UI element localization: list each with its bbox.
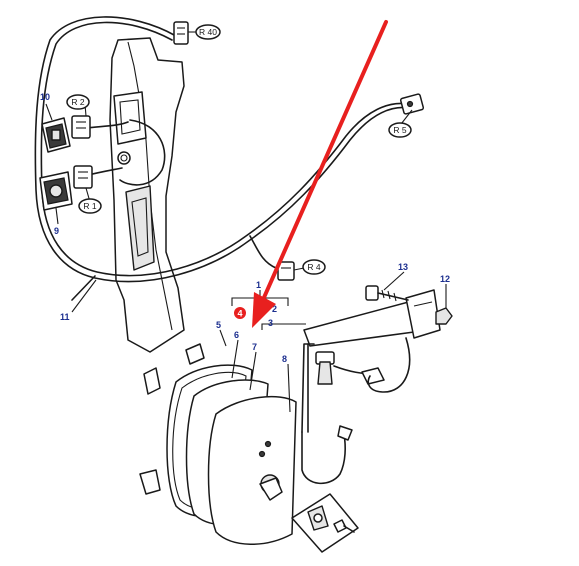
- mirror-switch-9: [39, 171, 73, 211]
- callout-numbers: 10 9 11 1 2 3 5 6 7 8 13 12: [40, 92, 450, 364]
- heater-cable: [301, 425, 353, 485]
- callout-5: 5: [216, 320, 221, 330]
- ref-bubble-r1: R 1: [78, 198, 102, 214]
- connector-r5: [399, 93, 425, 115]
- callout-8: 8: [282, 354, 287, 364]
- svg-text:R 2: R 2: [71, 97, 85, 107]
- mirror-bracket-5: [143, 343, 205, 395]
- callout-9: 9: [54, 226, 59, 236]
- highlight-arrow: [252, 20, 388, 328]
- connector-r1: [73, 165, 93, 189]
- main-wiring-harness: [34, 16, 411, 301]
- nut-12: [435, 307, 453, 325]
- hardware-inset: [291, 493, 359, 553]
- connector-r2: [71, 115, 91, 139]
- highlight-badge-circle: [234, 307, 246, 319]
- callout-13: 13: [398, 262, 408, 272]
- highlight-badge-4: 4: [234, 307, 246, 319]
- ref-bubble-r4: R 4: [302, 259, 326, 275]
- callout-11: 11: [60, 312, 70, 322]
- callout-4: 4: [237, 309, 242, 319]
- ref-bubble-r40: R 40: [195, 24, 221, 40]
- leader-lines: [45, 31, 447, 413]
- callout-3: 3: [268, 318, 273, 328]
- svg-text:R 5: R 5: [393, 125, 407, 135]
- connector-r4: [277, 261, 295, 281]
- svg-text:R 1: R 1: [83, 201, 97, 211]
- ref-bubble-r5: R 5: [388, 122, 412, 138]
- connector-r40: [173, 21, 189, 45]
- cab-pillar: [109, 37, 185, 353]
- svg-text:R 40: R 40: [199, 27, 217, 37]
- mirror-glass-8: [207, 395, 297, 545]
- callout-6: 6: [234, 330, 239, 340]
- callout-12: 12: [440, 274, 450, 284]
- mirror-clip: [139, 469, 161, 495]
- callout-2: 2: [272, 304, 277, 314]
- callout-1: 1: [256, 280, 261, 290]
- mirror-arm: [301, 289, 441, 433]
- svg-text:R 4: R 4: [307, 262, 321, 272]
- callout-7: 7: [252, 342, 257, 352]
- mirror-switch-10: [41, 117, 71, 153]
- ref-bubble-r2: R 2: [66, 94, 90, 110]
- bolt-13: [365, 285, 409, 302]
- callout-10: 10: [40, 92, 50, 102]
